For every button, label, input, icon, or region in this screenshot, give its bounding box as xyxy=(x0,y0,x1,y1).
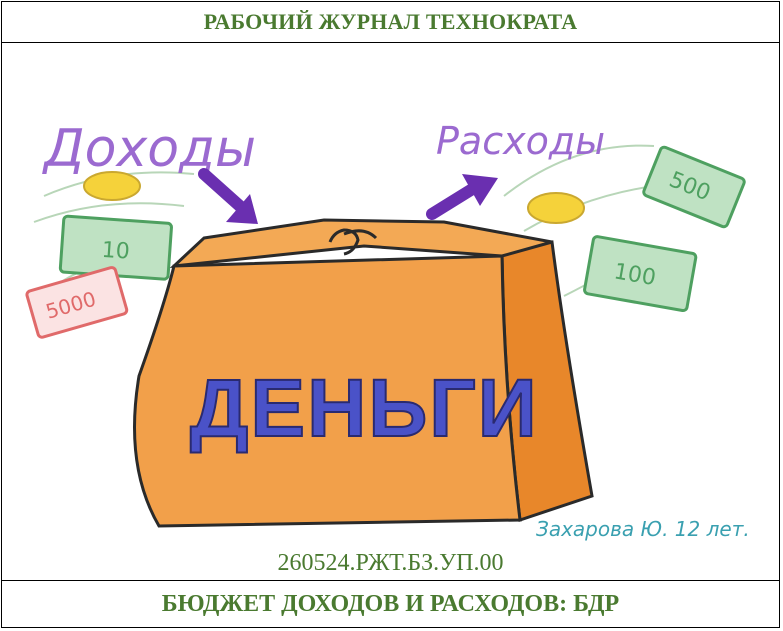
document-subject: БЮДЖЕТ ДОХОДОВ И РАСХОДОВ: БДР xyxy=(161,591,620,617)
income-arrow xyxy=(198,168,258,224)
banknote-10: 10 xyxy=(58,214,173,281)
budget-illustration: Доходы Расходы 10 5000 500 xyxy=(4,46,779,546)
document-code: 260524.РЖТ.БЗ.УП.00 xyxy=(277,549,504,576)
bag-lettering: ДЕНЬГИ xyxy=(190,363,539,454)
banknote-100: 100 xyxy=(583,235,698,313)
coin-right xyxy=(527,192,585,224)
document-code-row: 260524.РЖТ.БЗ.УП.00 xyxy=(1,547,780,579)
coin-left xyxy=(83,171,141,201)
money-bag: ДЕНЬГИ xyxy=(133,218,594,528)
footer-bar: БЮДЖЕТ ДОХОДОВ И РАСХОДОВ: БДР xyxy=(1,580,780,628)
artist-signature: Захарова Ю. 12 лет. xyxy=(536,517,750,541)
income-label: Доходы xyxy=(42,119,256,179)
banknote-5000: 5000 xyxy=(25,266,129,339)
banknote-500: 500 xyxy=(642,145,746,229)
expenses-arrow xyxy=(426,174,498,220)
header-bar: РАБОЧИЙ ЖУРНАЛ ТЕХНОКРАТА xyxy=(1,1,780,43)
journal-title: РАБОЧИЙ ЖУРНАЛ ТЕХНОКРАТА xyxy=(203,8,578,34)
expenses-label: Расходы xyxy=(436,119,605,163)
banknote-10-value: 10 xyxy=(101,238,131,265)
